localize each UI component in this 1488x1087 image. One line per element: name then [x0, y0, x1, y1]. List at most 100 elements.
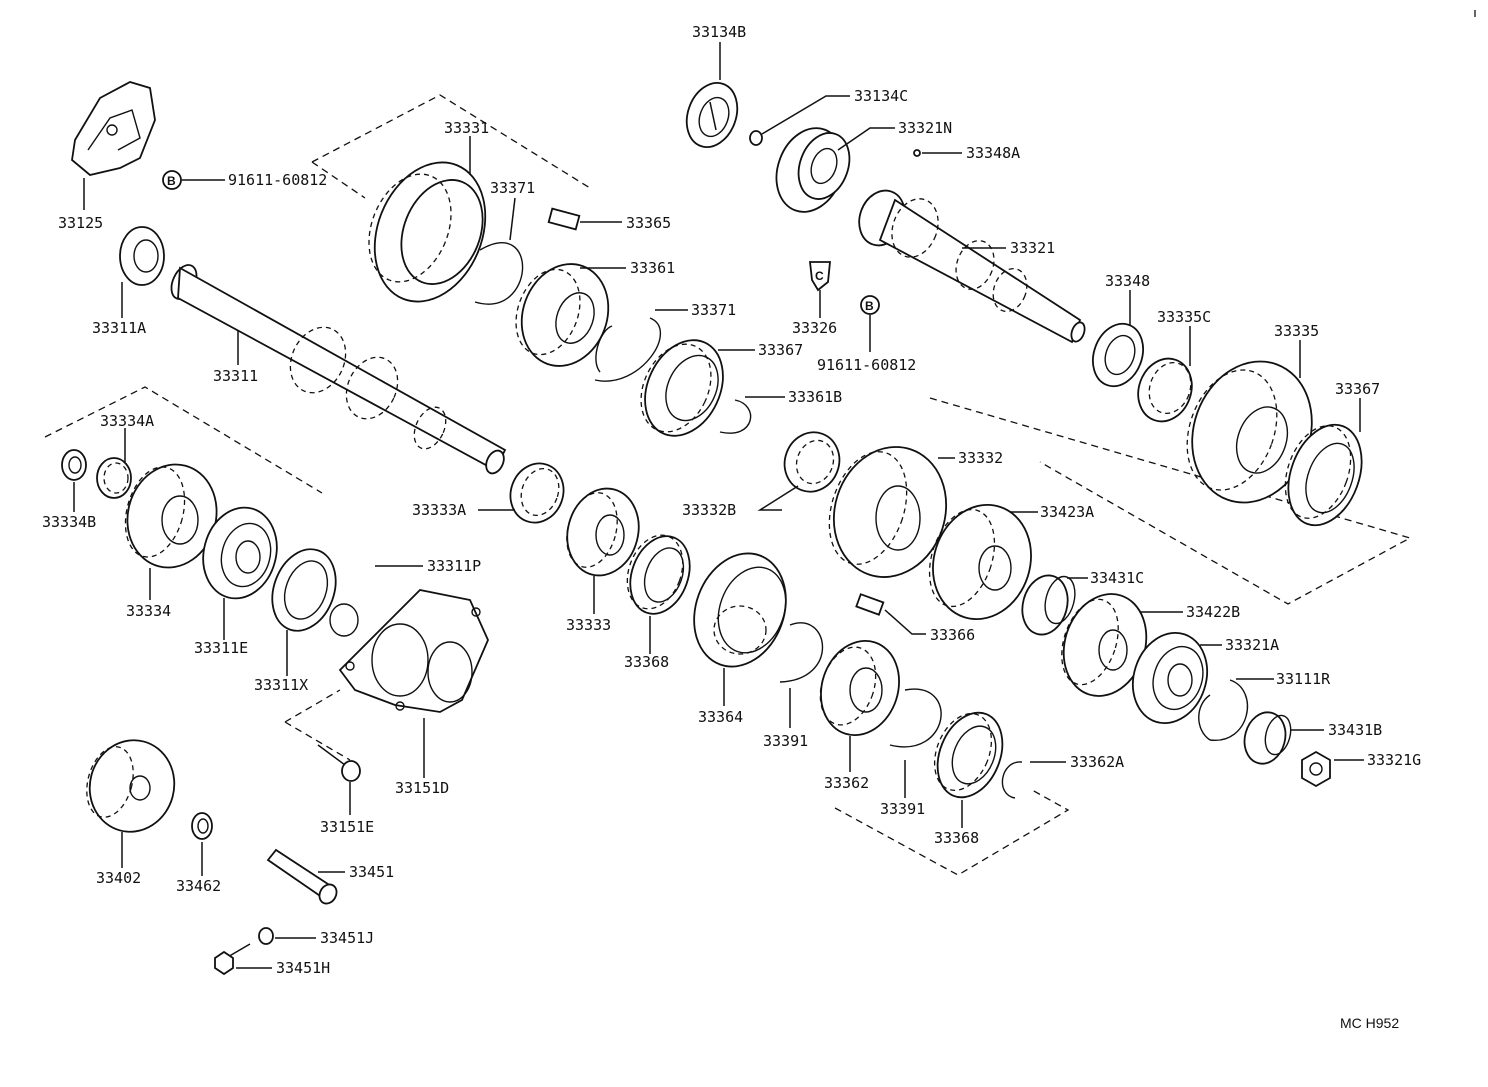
part-33462-washer [191, 812, 213, 840]
bolt-symbol-a: B [162, 170, 182, 190]
part-33391-snap-ring-b [889, 688, 942, 748]
part-33311-input-shaft [170, 264, 507, 475]
label-33431B: 33431B [1328, 721, 1382, 739]
part-33334B-washer [61, 449, 87, 481]
part-33368-ring-b [933, 711, 1004, 799]
part-33151E-bolt [317, 744, 361, 782]
label-33451: 33451 [349, 863, 394, 881]
part-33348-washer [1092, 322, 1144, 388]
label-91611-60812-a: 91611-60812 [228, 171, 327, 189]
part-33367-sync-ring-a [640, 339, 724, 437]
part-33365-key [547, 207, 581, 231]
label-33134C: 33134C [854, 87, 908, 105]
label-33335C: 33335C [1157, 308, 1211, 326]
part-33333-gear [566, 487, 640, 577]
part-33362A-snap-ring [1001, 761, 1023, 799]
part-33334-gear [124, 463, 218, 569]
part-33311E-bearing [202, 506, 278, 600]
part-33451H-bolt [214, 943, 251, 976]
label-33111R: 33111R [1276, 670, 1331, 688]
part-33368-ring-a [626, 534, 691, 615]
label-33334B: 33334B [42, 513, 96, 531]
part-33326-clip: C [808, 261, 831, 292]
part-33371-snap-ring-a [474, 242, 524, 305]
label-33333A: 33333A [412, 501, 466, 519]
label-33361B: 33361B [788, 388, 842, 406]
part-33311A-bearing [119, 226, 165, 286]
part-labels: 33134B 33134C 33321N 33348A 33331 33371 … [42, 23, 1421, 977]
label-33125: 33125 [58, 214, 103, 232]
bolt-symbol-b: B [860, 295, 880, 315]
label-33367-a: 33367 [758, 341, 803, 359]
label-33311: 33311 [213, 367, 258, 385]
label-33333: 33333 [566, 616, 611, 634]
label-33391-a: 33391 [763, 732, 808, 750]
part-33333A-needle-bearing [509, 462, 565, 524]
label-33451H: 33451H [276, 959, 330, 977]
label-33422B: 33422B [1186, 603, 1240, 621]
label-33311X: 33311X [254, 676, 308, 694]
label-33366: 33366 [930, 626, 975, 644]
part-33151D-retainer [338, 589, 489, 713]
label-33151D: 33151D [395, 779, 449, 797]
label-33334: 33334 [126, 602, 171, 620]
bolt-symbol-b-letter: B [865, 299, 874, 313]
part-33134C-plug [749, 130, 763, 146]
part-33431C-bushing [1021, 574, 1076, 636]
label-33311A: 33311A [92, 319, 146, 337]
part-33321-shaft [858, 189, 1086, 344]
part-33371-snap-ring-b [594, 317, 662, 382]
label-33321A: 33321A [1225, 636, 1279, 654]
label-91611-60812-b: 91611-60812 [817, 356, 916, 374]
label-33134B: 33134B [692, 23, 746, 41]
label-33321G: 33321G [1367, 751, 1421, 769]
label-33348A: 33348A [966, 144, 1020, 162]
label-33391-b: 33391 [880, 800, 925, 818]
part-33361-hub [515, 263, 610, 367]
label-33321N: 33321N [898, 119, 952, 137]
part-33348A-ball [913, 149, 921, 157]
part-33134B-cover [685, 82, 739, 148]
part-33335-gear [1186, 360, 1313, 504]
part-33451-shaft [266, 848, 338, 905]
assembly-outlines [44, 10, 1476, 876]
label-33331: 33331 [444, 119, 489, 137]
part-33321N-bearing [775, 127, 851, 213]
part-33321A-bearing [1132, 631, 1208, 725]
label-33451J: 33451J [320, 929, 374, 947]
label-33311E: 33311E [194, 639, 248, 657]
label-33402: 33402 [96, 869, 141, 887]
label-33311P: 33311P [427, 557, 481, 575]
part-33334A-needle-bearing [96, 457, 132, 499]
part-33331-sleeve [368, 161, 487, 303]
label-33361: 33361 [630, 259, 675, 277]
label-33348: 33348 [1105, 272, 1150, 290]
label-33364: 33364 [698, 708, 743, 726]
diagram-reference-code: MC H952 [1340, 1015, 1399, 1031]
label-33335: 33335 [1274, 322, 1319, 340]
label-33151E: 33151E [320, 818, 374, 836]
part-33335C-needle-bearing [1137, 357, 1193, 423]
label-33362: 33362 [824, 774, 869, 792]
label-33368-a: 33368 [624, 653, 669, 671]
part-33332B-needle-bearing [783, 431, 841, 493]
label-33326: 33326 [792, 319, 837, 337]
label-33371-a: 33371 [490, 179, 535, 197]
part-33451J-washer [258, 927, 274, 945]
label-33334A: 33334A [100, 412, 154, 430]
label-33368-b: 33368 [934, 829, 979, 847]
part-33125-bracket [71, 81, 156, 176]
label-33362A: 33362A [1070, 753, 1124, 771]
part-33431B-bushing [1243, 711, 1292, 765]
label-33321: 33321 [1010, 239, 1055, 257]
label-33431C: 33431C [1090, 569, 1144, 587]
label-33365: 33365 [626, 214, 671, 232]
label-33332: 33332 [958, 449, 1003, 467]
label-33371-b: 33371 [691, 301, 736, 319]
leader-lines [73, 42, 1364, 969]
label-33367-b: 33367 [1335, 380, 1380, 398]
part-33361B-snap-ring [719, 399, 752, 434]
part-33367-sync-ring-b [1284, 423, 1363, 527]
